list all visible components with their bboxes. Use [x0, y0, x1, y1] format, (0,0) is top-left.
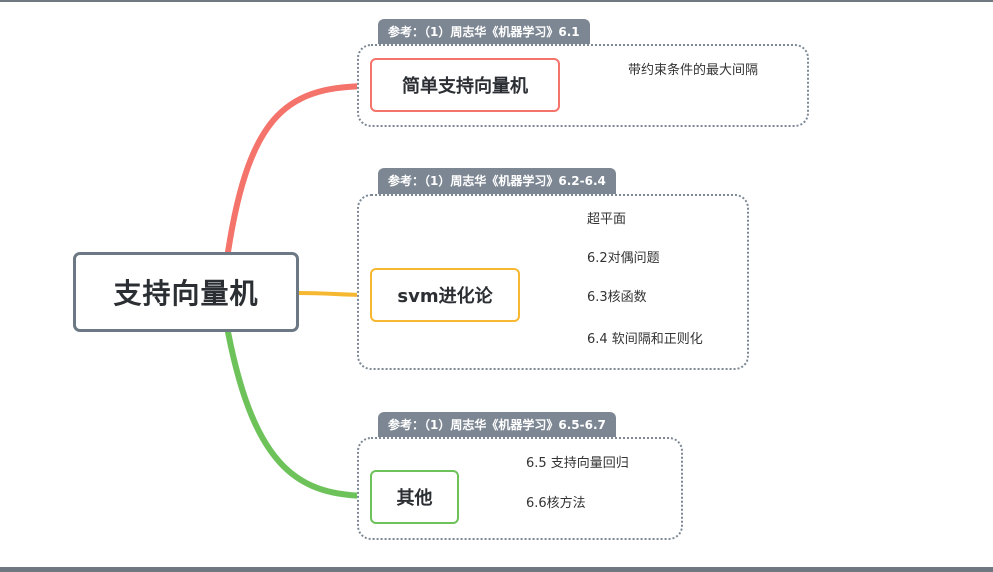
branch-group-1: [357, 44, 809, 127]
connector-root-branch-1: [225, 83, 375, 255]
leaf-support-vector-regression[interactable]: 6.5 支持向量回归: [526, 456, 629, 471]
branch-node-svm-evolution[interactable]: svm进化论: [370, 268, 520, 322]
window-bottom-border: [0, 567, 993, 572]
leaf-kernel-methods[interactable]: 6.6核方法: [526, 496, 586, 511]
leaf-dual-problem[interactable]: 6.2对偶问题: [587, 251, 660, 266]
root-node-svm[interactable]: 支持向量机: [73, 252, 299, 332]
reference-tag-branch-1: 参考：（1）周志华《机器学习》6.1: [378, 19, 590, 45]
reference-tag-branch-3: 参考：（1）周志华《机器学习》6.5-6.7: [378, 412, 616, 438]
reference-tag-branch-2: 参考：（1）周志华《机器学习》6.2-6.4: [378, 168, 616, 194]
branch-node-others[interactable]: 其他: [370, 470, 459, 524]
leaf-max-margin[interactable]: 带约束条件的最大间隔: [628, 63, 759, 78]
window-top-border: [0, 0, 993, 2]
branch-node-simple-svm[interactable]: 简单支持向量机: [370, 58, 560, 112]
connector-root-branch-3: [225, 329, 374, 499]
leaf-soft-margin[interactable]: 6.4 软间隔和正则化: [587, 332, 703, 347]
leaf-kernel-function[interactable]: 6.3核函数: [587, 290, 647, 305]
leaf-hyperplane[interactable]: 超平面: [587, 212, 627, 227]
